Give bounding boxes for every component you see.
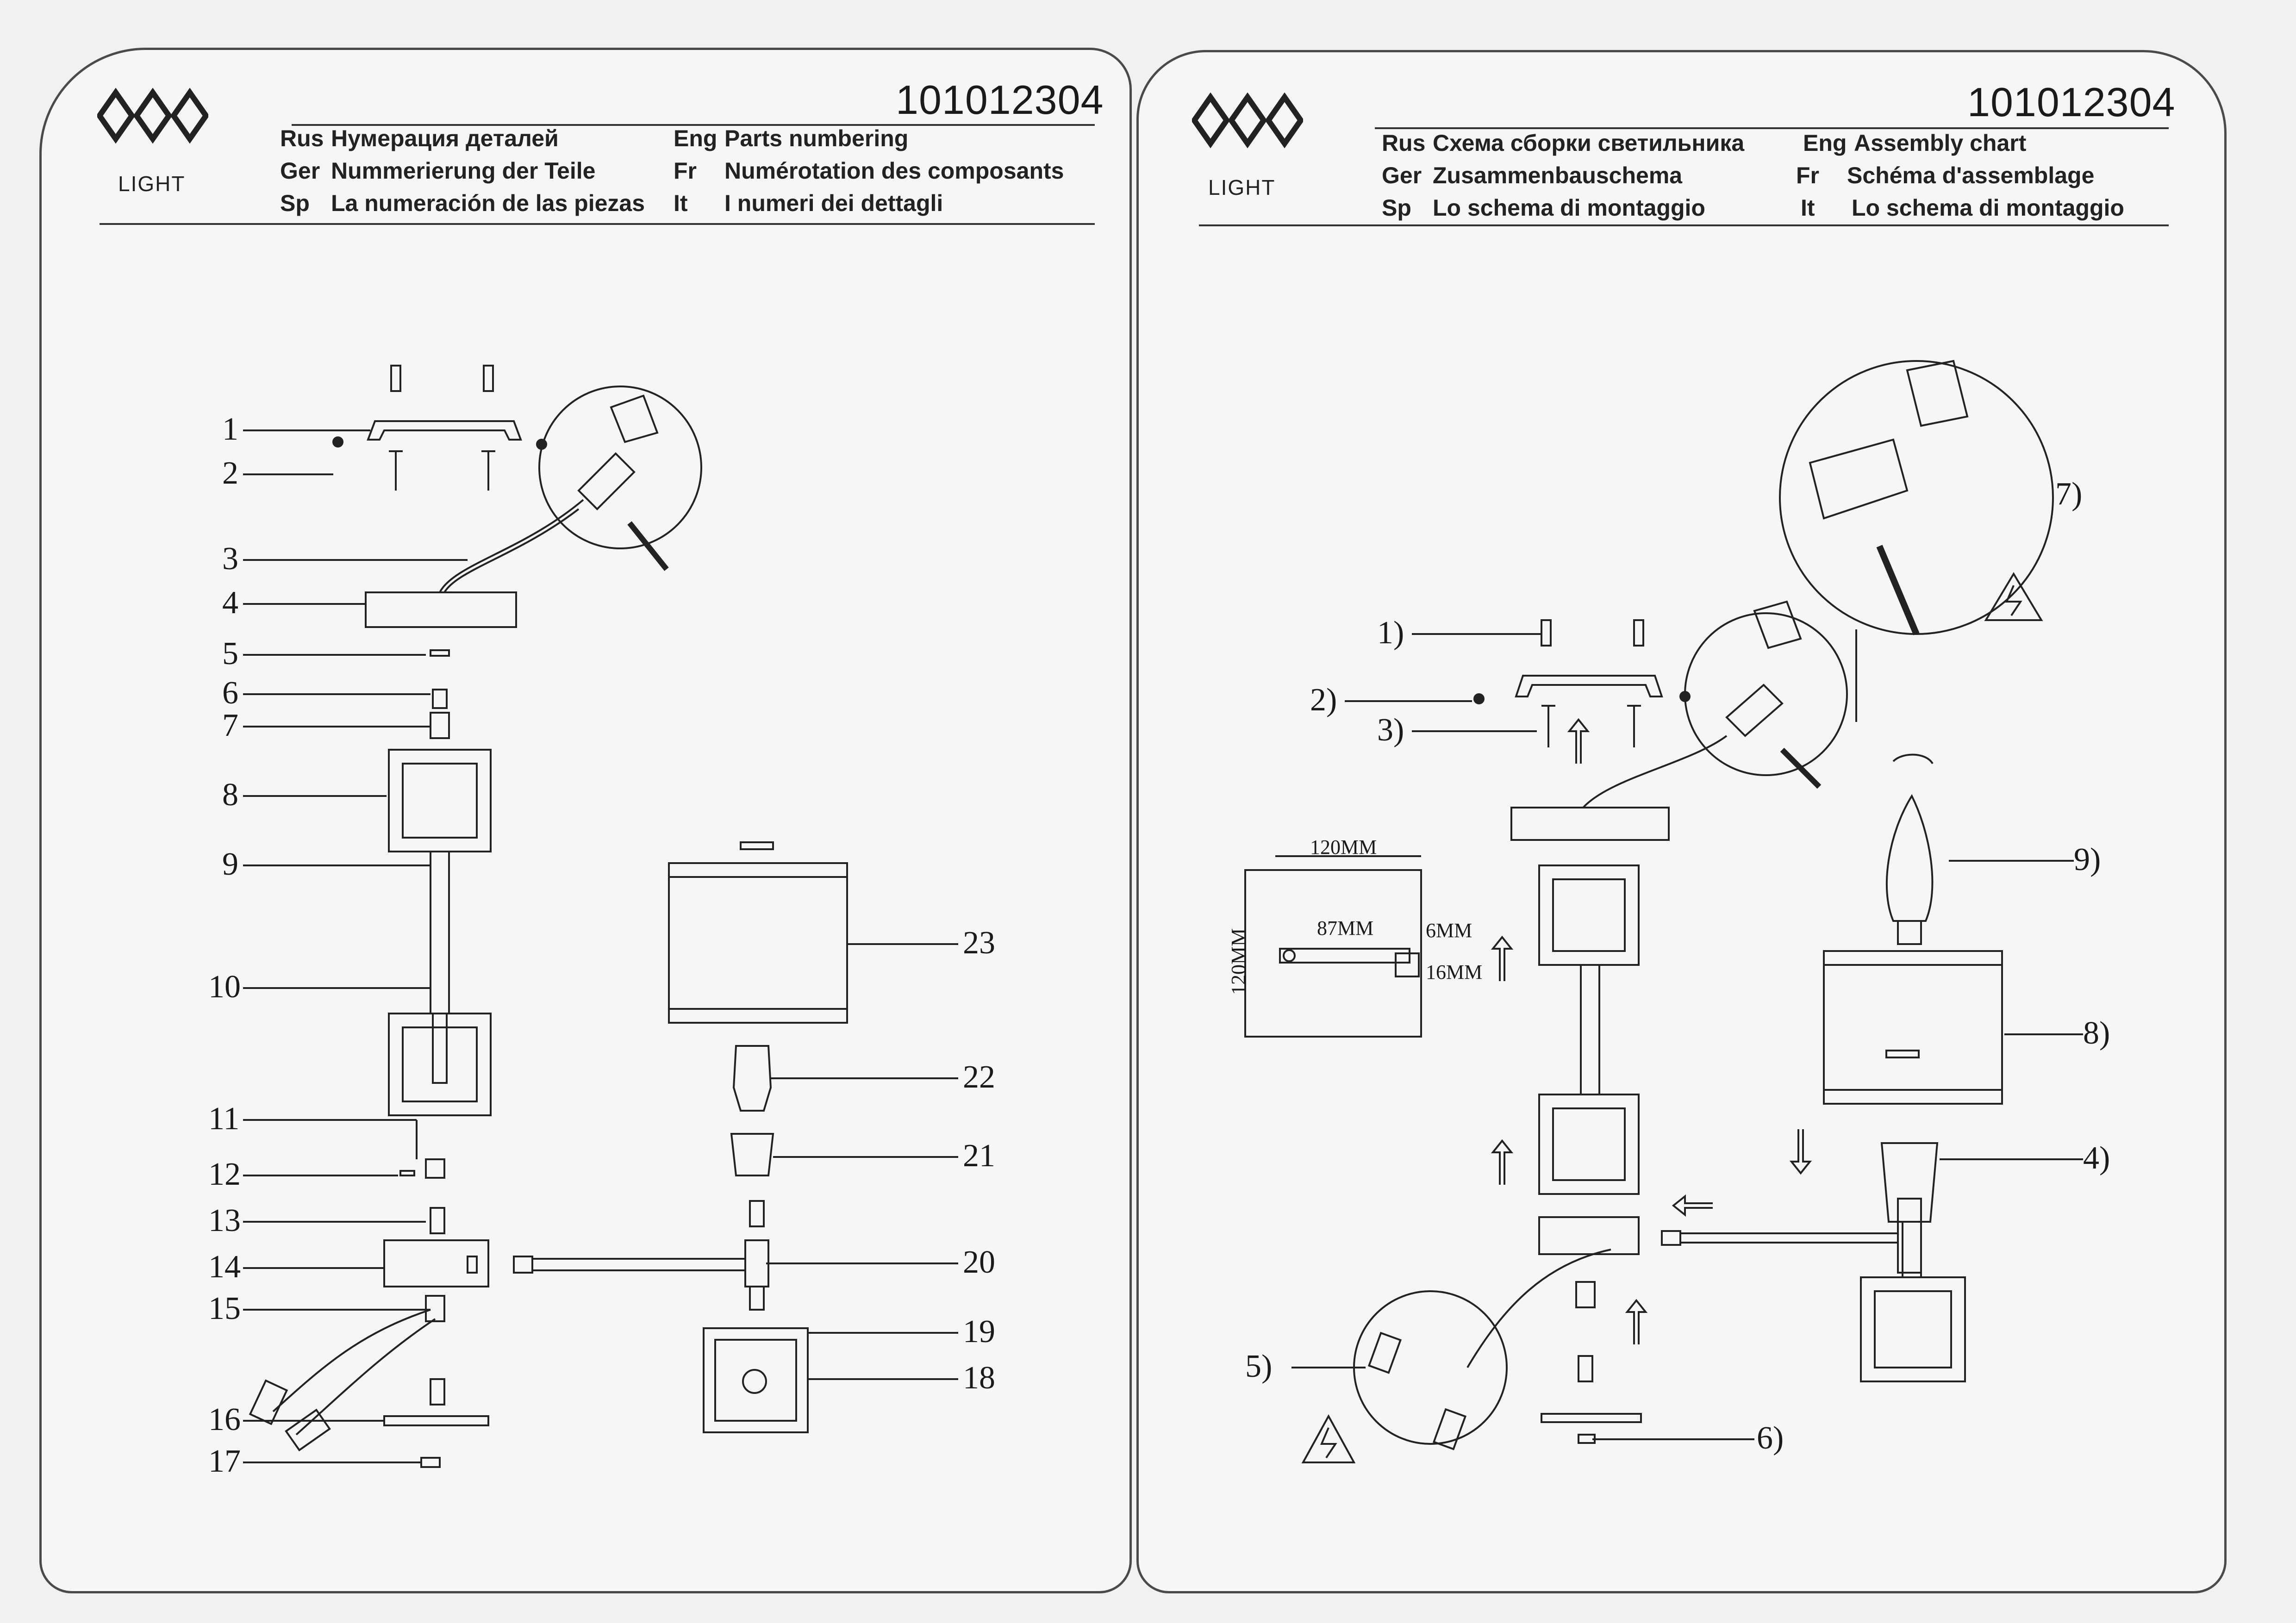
parts-sheet — [39, 48, 1132, 1593]
step-label-3: 3) — [1377, 712, 1404, 748]
step-label-9: 9) — [2074, 842, 2101, 877]
part-number-3: 3 — [222, 541, 238, 577]
part-number-18: 18 — [963, 1360, 995, 1396]
dimension-slot-width: 6MM — [1426, 919, 1472, 942]
part-number-9: 9 — [222, 846, 238, 882]
logo-text: LIGHT — [118, 172, 186, 196]
step-label-5: 5) — [1245, 1349, 1272, 1384]
dimension-hole-spacing: 87MM — [1317, 917, 1373, 939]
part-number-11: 11 — [208, 1101, 239, 1137]
part-number-16: 16 — [208, 1402, 241, 1437]
step-label-6: 6) — [1757, 1420, 1784, 1456]
step-label-1: 1) — [1377, 615, 1404, 651]
part-number-21: 21 — [963, 1138, 995, 1174]
part-number-8: 8 — [222, 777, 238, 813]
part-number-23: 23 — [963, 925, 995, 961]
article-code: 101012304 — [896, 77, 1104, 123]
part-number-7: 7 — [222, 708, 238, 743]
part-number-22: 22 — [963, 1059, 995, 1095]
step-label-2: 2) — [1310, 682, 1337, 718]
part-number-6: 6 — [222, 675, 238, 711]
part-number-5: 5 — [222, 636, 238, 672]
part-number-19: 19 — [963, 1314, 995, 1349]
part-number-15: 15 — [208, 1291, 241, 1326]
dimension-width: 120MM — [1310, 836, 1377, 858]
dimension-height: 120MM — [1227, 928, 1250, 995]
part-number-14: 14 — [208, 1249, 241, 1285]
part-number-1: 1 — [222, 411, 238, 447]
article-code: 101012304 — [1967, 79, 2176, 125]
brand-logo-icon — [1192, 93, 1303, 149]
logo-text: LIGHT — [1208, 175, 1276, 199]
step-label-8: 8) — [2083, 1015, 2110, 1051]
part-number-17: 17 — [208, 1443, 241, 1479]
part-number-10: 10 — [208, 969, 241, 1005]
part-number-20: 20 — [963, 1244, 995, 1280]
step-label-7: 7) — [2055, 476, 2082, 512]
brand-logo-icon — [97, 88, 208, 144]
dimension-slot-length: 16MM — [1426, 961, 1482, 983]
parts-diagram: 1 2 3 4 5 6 7 8 9 10 11 12 13 14 15 16 1… — [208, 365, 995, 1479]
part-number-13: 13 — [208, 1203, 241, 1238]
assembly-sheet — [1136, 50, 2227, 1593]
part-number-12: 12 — [208, 1157, 241, 1192]
step-label-4: 4) — [2083, 1140, 2110, 1176]
part-number-4: 4 — [222, 585, 238, 621]
part-number-2: 2 — [222, 455, 238, 491]
